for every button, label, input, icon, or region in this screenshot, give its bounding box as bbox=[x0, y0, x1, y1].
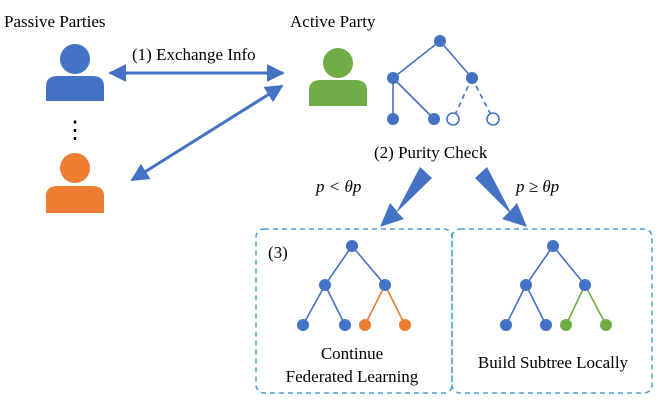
exchange-arrow-diagonal bbox=[130, 84, 284, 182]
condition-geq-label: p ≥ θp bbox=[515, 177, 559, 196]
continue-federated-tree bbox=[297, 240, 411, 331]
continue-federated-box bbox=[255, 228, 453, 394]
branch-arrow-right bbox=[475, 167, 527, 227]
continue-line1-label: Continue bbox=[321, 344, 383, 363]
condition-less-label: p < θp bbox=[315, 177, 361, 196]
passive-party-orange-icon bbox=[46, 153, 104, 213]
passive-party-blue-icon bbox=[46, 44, 104, 101]
passive-parties-title: Passive Parties bbox=[4, 12, 106, 31]
active-party-green-icon bbox=[309, 48, 367, 106]
branch-arrow-left bbox=[380, 167, 432, 227]
vertical-ellipsis: ⋮ bbox=[63, 118, 87, 144]
step3-label: (3) bbox=[268, 243, 288, 262]
build-subtree-box bbox=[451, 228, 653, 394]
build-subtree-tree bbox=[500, 240, 612, 331]
exchange-info-label: (1) Exchange Info bbox=[132, 45, 256, 64]
purity-check-label: (2) Purity Check bbox=[374, 143, 488, 162]
active-party-title: Active Party bbox=[290, 12, 376, 31]
continue-line2-label: Federated Learning bbox=[286, 367, 419, 386]
active-party-tree bbox=[387, 35, 500, 126]
build-subtree-label: Build Subtree Locally bbox=[478, 353, 629, 372]
